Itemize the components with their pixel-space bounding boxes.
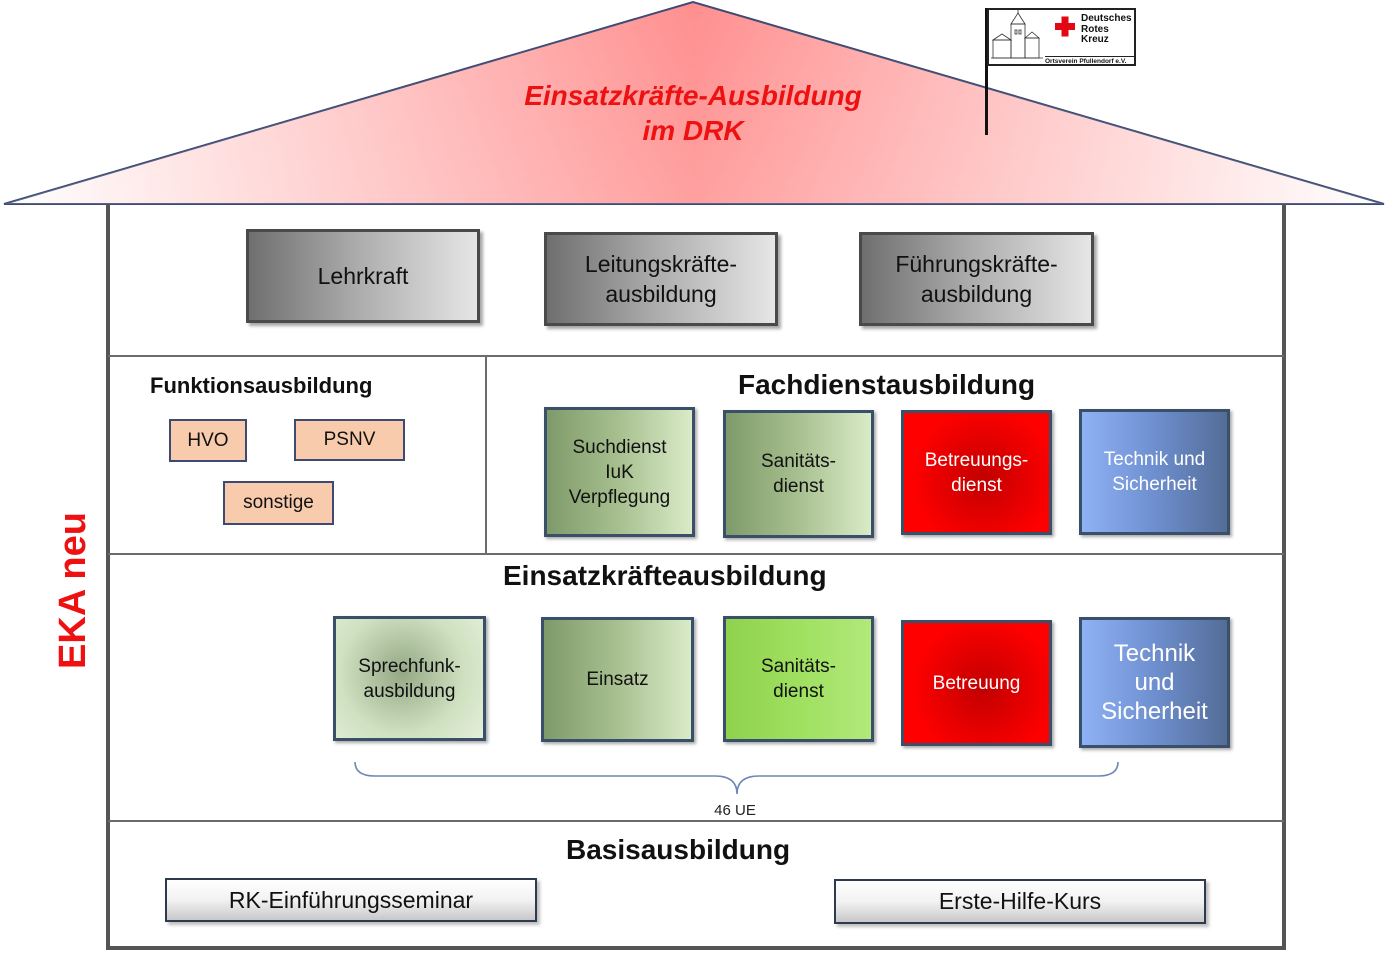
box-technik-einsatz-label: Technik und Sicherheit bbox=[1101, 640, 1208, 725]
box-betreuung[interactable]: Betreuung bbox=[901, 620, 1052, 746]
divider-row1 bbox=[108, 355, 1284, 357]
box-betreuung-label: Betreuung bbox=[932, 672, 1021, 694]
box-einsatz-label: Einsatz bbox=[586, 669, 649, 690]
einsatz-title: Einsatzkräfteausbildung bbox=[503, 560, 827, 591]
roof-title-line2: im DRK bbox=[642, 115, 744, 146]
house-body bbox=[106, 204, 1286, 950]
box-fuehrungskraefte-label: Führungskräfte- ausbildung bbox=[895, 251, 1058, 307]
box-sanitaetsdienst-einsatz[interactable]: Sanitäts- dienst bbox=[723, 616, 874, 742]
logo-text-kreuz: Kreuz bbox=[1081, 34, 1109, 45]
box-psnv-label: PSNV bbox=[323, 429, 376, 450]
drk-logo: Deutsches Rotes Kreuz Ortsverein Pfullen… bbox=[987, 8, 1136, 66]
box-fuehrungskraefte[interactable]: Führungskräfte- ausbildung bbox=[859, 232, 1094, 326]
side-label-text: EKA neu bbox=[51, 511, 94, 669]
logo-subline: Ortsverein Pfullendorf e.V. bbox=[1045, 56, 1135, 65]
box-erste-hilfe[interactable]: Erste-Hilfe-Kurs bbox=[834, 879, 1206, 924]
fachdienst-title: Fachdienstausbildung bbox=[738, 369, 1036, 400]
funktion-title: Funktionsausbildung bbox=[150, 373, 373, 398]
roof-title-line1: Einsatzkräfte-Ausbildung bbox=[524, 80, 862, 111]
box-hvo-label: HVO bbox=[187, 429, 229, 451]
box-sanitaetsdienst-einsatz-label: Sanitäts- dienst bbox=[761, 656, 836, 702]
basis-title: Basisausbildung bbox=[566, 834, 791, 865]
logo-text-rotes: Rotes bbox=[1081, 24, 1109, 35]
divider-row2 bbox=[108, 553, 1284, 555]
box-leitungskraefte[interactable]: Leitungskräfte- ausbildung bbox=[544, 232, 778, 326]
box-sanitaetsdienst-fach[interactable]: Sanitäts- dienst bbox=[723, 410, 874, 538]
box-sprechfunk-label: Sprechfunk- ausbildung bbox=[358, 655, 461, 702]
box-technik-fach-label: Technik und Sicherheit bbox=[1103, 449, 1206, 495]
box-rk-einfuehrung[interactable]: RK-Einführungsseminar bbox=[165, 878, 537, 922]
church-and-cross-icon bbox=[991, 10, 1075, 59]
box-lehrkraft-label: Lehrkraft bbox=[317, 263, 409, 289]
box-einsatz[interactable]: Einsatz bbox=[541, 617, 694, 742]
divider-row3 bbox=[108, 820, 1284, 822]
box-suchdienst-label: Suchdienst IuK Verpflegung bbox=[568, 436, 671, 508]
box-sprechfunk[interactable]: Sprechfunk- ausbildung bbox=[333, 616, 486, 741]
box-sanitaetsdienst-fach-label: Sanitäts- dienst bbox=[761, 451, 836, 497]
box-technik-einsatz[interactable]: Technik und Sicherheit bbox=[1079, 617, 1230, 748]
box-lehrkraft[interactable]: Lehrkraft bbox=[246, 229, 480, 323]
box-leitungskraefte-label: Leitungskräfte- ausbildung bbox=[584, 251, 738, 307]
box-hvo[interactable]: HVO bbox=[169, 419, 247, 462]
ue-label: 46 UE bbox=[714, 802, 756, 819]
side-label: EKA neu bbox=[38, 512, 108, 669]
box-rk-einfuehrung-label: RK-Einführungsseminar bbox=[228, 886, 474, 913]
logo-text-deutsches: Deutsches bbox=[1081, 13, 1132, 24]
box-betreuungsdienst-label: Betreuungs- dienst bbox=[924, 449, 1029, 496]
brace-46ue bbox=[354, 761, 1119, 795]
flag-pole bbox=[985, 8, 988, 135]
box-psnv[interactable]: PSNV bbox=[294, 419, 405, 461]
box-technik-fach[interactable]: Technik und Sicherheit bbox=[1079, 409, 1230, 535]
roof-title: Einsatzkräfte-Ausbildung im DRK bbox=[443, 78, 943, 148]
box-sonstige-label: sonstige bbox=[243, 492, 314, 513]
box-betreuungsdienst[interactable]: Betreuungs- dienst bbox=[901, 410, 1052, 535]
box-erste-hilfe-label: Erste-Hilfe-Kurs bbox=[938, 888, 1102, 914]
divider-funktion-fachdienst bbox=[485, 357, 487, 553]
box-sonstige[interactable]: sonstige bbox=[223, 481, 334, 525]
roof bbox=[3, 0, 1385, 205]
box-suchdienst[interactable]: Suchdienst IuK Verpflegung bbox=[544, 407, 695, 537]
